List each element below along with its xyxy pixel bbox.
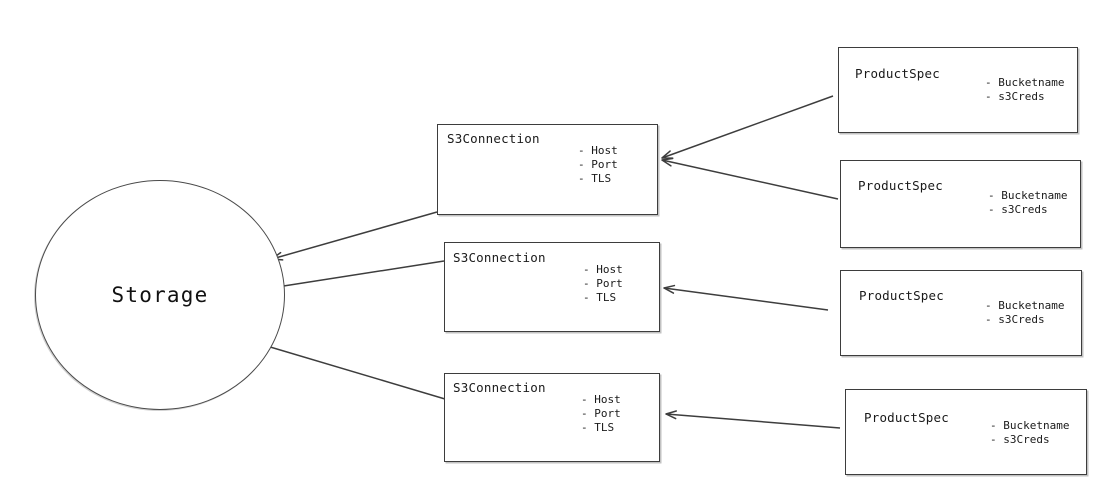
s3connection-node-2-attributes: - Host - Port - TLS (583, 263, 623, 305)
attribute-item: - Bucketname (988, 189, 1068, 202)
attribute-item: - Bucketname (990, 419, 1070, 432)
attribute-item: - s3Creds (985, 90, 1045, 103)
attribute-item: - Port (583, 277, 623, 290)
productspec-node-4-attributes: - Bucketname - s3Creds (990, 419, 1069, 447)
attribute-item: - Host (581, 393, 621, 406)
s3connection-node-2-title: S3Connection (453, 250, 546, 265)
productspec-node-3-title: ProductSpec (859, 288, 944, 303)
edge-productspec4-to-s3connection3 (665, 410, 841, 429)
edge-s3connection2-to-storage (257, 260, 445, 293)
edge-productspec3-to-s3connection2 (663, 284, 829, 311)
s3connection-node-1[interactable] (437, 124, 658, 215)
edge-productspec1-to-s3connection1 (661, 95, 834, 159)
s3connection-node-3-title: S3Connection (453, 380, 546, 395)
attribute-item: - Bucketname (985, 76, 1065, 89)
attribute-item: - Bucketname (985, 299, 1065, 312)
productspec-node-2-attributes: - Bucketname - s3Creds (988, 189, 1067, 217)
attribute-item: - s3Creds (985, 313, 1045, 326)
productspec-node-1-attributes: - Bucketname - s3Creds (985, 76, 1064, 104)
edge-s3connection1-to-storage (271, 211, 438, 261)
attribute-item: - s3Creds (988, 203, 1048, 216)
attribute-item: - TLS (581, 421, 615, 434)
productspec-node-3[interactable] (840, 270, 1082, 356)
storage-node-label: Storage (111, 283, 209, 307)
productspec-node-4[interactable] (845, 389, 1087, 475)
s3connection-node-2[interactable] (444, 242, 660, 332)
attribute-item: - TLS (583, 291, 617, 304)
attribute-item: - Host (583, 263, 623, 276)
attribute-item: - s3Creds (990, 433, 1050, 446)
s3connection-node-1-attributes: - Host - Port - TLS (578, 144, 618, 186)
storage-node[interactable]: Storage (35, 180, 285, 410)
productspec-node-4-title: ProductSpec (864, 410, 949, 425)
productspec-node-2-title: ProductSpec (858, 178, 943, 193)
edge-s3connection3-to-storage (249, 339, 446, 400)
s3connection-node-1-title: S3Connection (447, 131, 540, 146)
attribute-item: - Port (578, 158, 618, 171)
productspec-node-1-title: ProductSpec (855, 66, 940, 81)
attribute-item: - Port (581, 407, 621, 420)
attribute-item: - Host (578, 144, 618, 157)
attribute-item: - TLS (578, 172, 612, 185)
edge-productspec2-to-s3connection1 (661, 157, 839, 200)
s3connection-node-3-attributes: - Host - Port - TLS (581, 393, 621, 435)
productspec-node-2[interactable] (840, 160, 1081, 248)
productspec-node-1[interactable] (838, 47, 1078, 133)
productspec-node-3-attributes: - Bucketname - s3Creds (985, 299, 1064, 327)
s3connection-node-3[interactable] (444, 373, 660, 462)
